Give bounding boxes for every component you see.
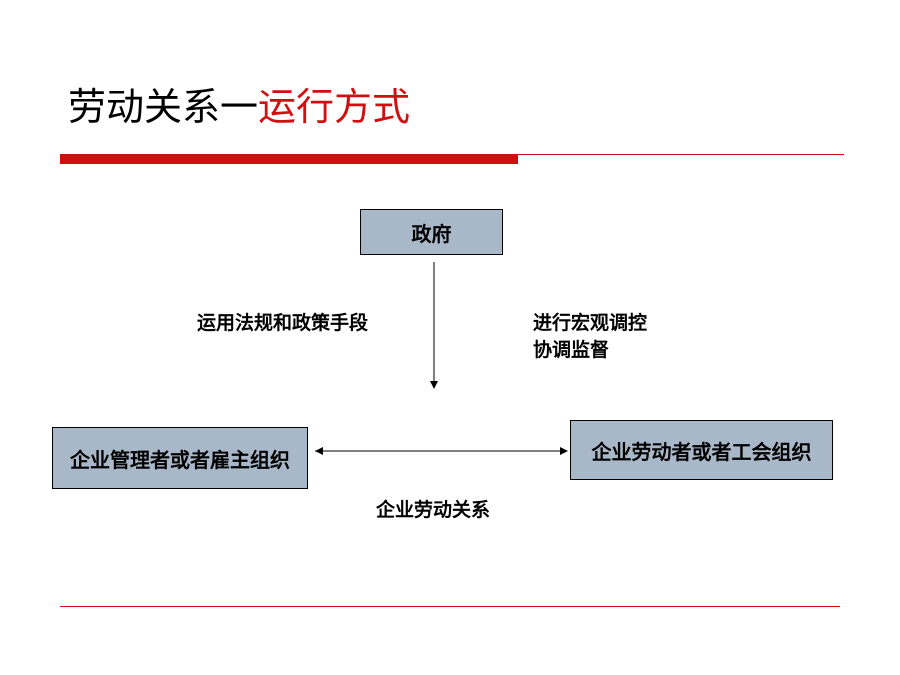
macro-control-label: 进行宏观调控 <box>533 312 648 334</box>
title-underline-thick <box>60 154 518 164</box>
labor-label: 企业劳动者或者工会组织 <box>591 439 812 464</box>
coordinate-label: 协调监督 <box>533 339 610 361</box>
slide-title: 劳动关系一运行方式 <box>68 84 410 130</box>
government-box: 政府 <box>360 209 503 255</box>
employer-label: 企业管理者或者雇主组织 <box>70 447 290 472</box>
relation-label: 企业劳动关系 <box>376 499 491 521</box>
title-main: 劳动关系一 <box>68 85 259 129</box>
footer-rule <box>60 606 840 607</box>
down-arrowhead <box>430 381 438 389</box>
means-label: 运用法规和政策手段 <box>197 312 369 334</box>
right-arrowhead <box>560 447 568 455</box>
labor-box: 企业劳动者或者工会组织 <box>570 420 833 480</box>
employer-box: 企业管理者或者雇主组织 <box>52 427 308 489</box>
left-arrowhead <box>315 447 323 455</box>
government-label: 政府 <box>411 221 452 246</box>
title-highlight: 运行方式 <box>258 85 411 129</box>
title-underline-thin <box>518 154 844 155</box>
